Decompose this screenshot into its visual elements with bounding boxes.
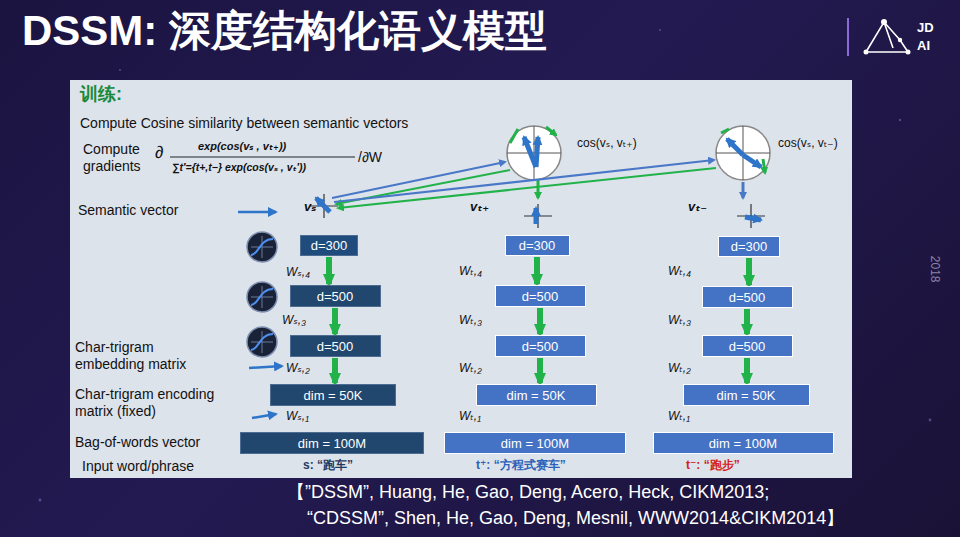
flow-arrow <box>744 309 750 334</box>
weight-name: Wₜ,₂ <box>459 361 482 375</box>
logo-text: JD <box>917 20 934 36</box>
layer-box: d=500 <box>702 335 793 357</box>
formula-part: ∂ <box>155 143 163 163</box>
box-label: d=500 <box>522 289 559 304</box>
layer-box: d=500 <box>495 285 586 307</box>
flow-arrow <box>534 257 540 284</box>
input-phrase: t⁻: “跑步” <box>686 458 740 472</box>
weight-name: Wₜ,₁ <box>668 409 690 423</box>
row-label: Input word/phrase <box>82 458 194 475</box>
layer-box: d=300 <box>300 235 358 256</box>
vector-name: vₛ <box>304 199 316 215</box>
box-label: d=500 <box>522 339 559 354</box>
weight-name: Wₛ,₄ <box>286 265 310 279</box>
sigmoid-icons <box>247 232 277 357</box>
layer-box: d=300 <box>718 236 780 257</box>
weight-name: Wₜ,₄ <box>668 264 691 278</box>
similarity-label: cos(vₛ, vₜ₊) <box>577 136 637 150</box>
box-label: dim = 100M <box>298 436 366 451</box>
weight-name: Wₜ,₃ <box>459 313 482 327</box>
flow-arrow <box>332 308 338 334</box>
similarity-label: cos(vₛ, vₜ₋) <box>778 136 838 150</box>
logo-text: AI <box>917 38 930 54</box>
weight-name: Wₜ,₄ <box>459 264 482 278</box>
layer-box: dim = 100M <box>240 432 424 454</box>
input-phrase: s: “跑车” <box>303 458 353 472</box>
formula-part: /∂W <box>358 149 382 166</box>
layer-box: dim = 100M <box>653 432 834 454</box>
note: gradients <box>83 158 141 175</box>
input-phrase: t⁺: “方程式赛车” <box>476 458 566 472</box>
flow-arrow <box>744 358 750 383</box>
note: Compute Cosine similarity between semant… <box>80 115 408 132</box>
row-label: Semantic vector <box>78 202 178 219</box>
flow-arrow <box>537 308 543 334</box>
weight-name: Wₛ,₃ <box>282 313 306 327</box>
formula-part: exp(cos(vₛ , vₜ₊)) <box>198 140 286 153</box>
citation: “CDSSM”, Shen, He, Gao, Deng, Mesnil, WW… <box>307 508 844 530</box>
sparkles <box>39 29 932 502</box>
flow-arrow <box>746 258 752 285</box>
cosine-circles <box>507 126 770 180</box>
vector-name: vₜ₋ <box>688 199 707 215</box>
weight-name: Wₜ,₂ <box>668 361 691 375</box>
box-label: d=500 <box>729 290 766 305</box>
weight-name: Wₛ,₁ <box>286 409 309 423</box>
box-label: dim = 50K <box>507 388 566 403</box>
box-label: d=500 <box>317 339 354 354</box>
flow-arrow <box>332 358 338 383</box>
formula-part: ∑t′={t+,t−} exp(cos(vₛ , vₜ′)) <box>172 161 306 174</box>
vector-name: vₜ₊ <box>470 199 489 215</box>
layer-box: d=500 <box>290 335 381 357</box>
box-label: dim = 100M <box>501 436 569 451</box>
layer-box: dim = 50K <box>270 384 396 406</box>
layer-box: d=500 <box>495 335 586 357</box>
box-label: d=300 <box>731 239 768 254</box>
layer-box: dim = 50K <box>476 384 597 406</box>
box-label: dim = 50K <box>717 388 776 403</box>
flow-arrow <box>537 358 543 383</box>
logo-mark <box>848 18 911 56</box>
similarity-lines <box>332 160 716 208</box>
box-label: dim = 100M <box>709 436 777 451</box>
box-label: d=300 <box>519 238 556 253</box>
layer-box: dim = 50K <box>683 384 810 406</box>
year-watermark: 2018 <box>927 256 941 283</box>
section-heading: 训练: <box>80 84 122 106</box>
row-label: Char-trigram encoding matrix (fixed) <box>75 386 240 420</box>
content-panel <box>70 80 852 478</box>
fraction-bar <box>170 157 355 158</box>
note: Compute <box>83 141 140 158</box>
box-label: d=500 <box>317 289 354 304</box>
box-label: d=300 <box>311 238 348 253</box>
row-label: Bag-of-words vector <box>75 434 200 451</box>
layer-box: d=500 <box>702 286 793 308</box>
weight-name: Wₜ,₃ <box>668 313 691 327</box>
box-label: dim = 50K <box>304 388 363 403</box>
layer-box: d=500 <box>290 285 381 307</box>
slide-title: DSSM: 深度结构化语义模型 <box>22 6 547 56</box>
layer-box: d=300 <box>505 235 570 256</box>
flow-arrow <box>326 257 332 284</box>
weight-name: Wₜ,₁ <box>459 409 481 423</box>
box-label: d=500 <box>729 339 766 354</box>
citation: 【”DSSM”, Huang, He, Gao, Deng, Acero, He… <box>287 482 769 504</box>
layer-box: dim = 100M <box>444 432 626 454</box>
weight-name: Wₛ,₂ <box>286 361 310 375</box>
row-label: Char-trigram embedding matrix <box>75 339 200 373</box>
